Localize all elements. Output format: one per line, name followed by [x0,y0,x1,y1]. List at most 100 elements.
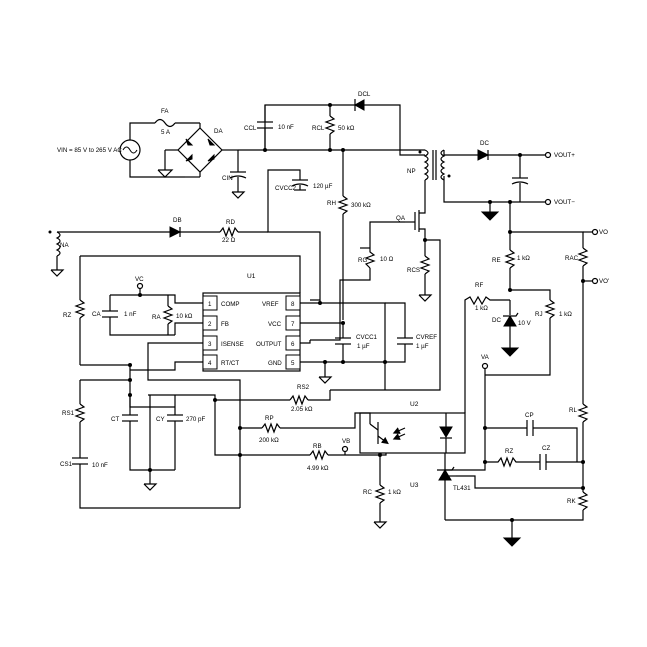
u1-label: U1 [247,273,256,280]
output-ground [480,211,500,221]
pin5-num: 5 [291,360,295,367]
rz-resistor [74,255,301,365]
cvcc1-label: CVCC1 [356,334,378,341]
rac-resistor [577,247,589,404]
pin4-name: RT/CT [221,360,239,367]
rp-value: 200 kΩ [259,437,279,444]
cin-label: CIN [222,175,233,182]
dc2-value: 10 V [518,320,532,327]
cz-label: CZ [542,445,550,452]
ca-label: CA [92,311,101,318]
re-value: 1 kΩ [517,255,530,262]
cy-value: 270 pF [186,416,205,423]
re-resistor [504,248,516,290]
rcl-value: 50 kΩ [338,125,355,132]
rs2-resistor [270,390,331,406]
vc-label: VC [135,276,144,283]
ground-symbol [157,169,174,178]
dc-label: DC [480,140,489,147]
tl431-u3 [437,453,456,520]
aux-winding-na [48,230,170,277]
rs1-resistor [74,380,86,458]
cvcc1-capacitor [335,323,351,362]
cvcc1-value: 1 µF [357,343,370,350]
vb-label: VB [342,438,350,445]
rh-resistor [337,150,349,320]
vo-label: VO [599,229,608,236]
cs1-value: 10 nF [92,462,108,469]
u3-label: U3 [410,482,419,489]
pin8-num: 8 [291,301,295,308]
output-capacitor [511,155,529,202]
rg-label: RG [358,257,367,264]
cy-label: CY [156,416,165,423]
cvcc2-capacitor [267,169,309,224]
ra-value: 10 kΩ [176,313,193,320]
rj-label: RJ [535,311,543,318]
vo2-label: VO' [599,278,609,285]
pin2-name: FB [221,321,229,328]
pin4-num: 4 [208,360,212,367]
vout-minus-label: VOUT− [554,199,575,206]
fuse-fa [154,118,200,128]
rp-label: RP [265,415,274,422]
rf-resistor [464,295,510,313]
va-label: VA [481,354,490,361]
rcs-resistor [418,240,433,302]
mosfet-qa [405,205,426,240]
ct-label: CT [111,416,119,423]
pin7-num: 7 [291,321,295,328]
rl-label: RL [569,407,577,414]
rc-resistor [373,484,388,529]
ccl-label: CCL [244,125,257,132]
rc-label: RC [363,489,372,496]
dcl-diode [353,99,425,156]
rj-value: 1 kΩ [559,311,572,318]
pin5-name: GND [268,360,282,367]
np-label: NP [407,168,416,175]
rc-value: 1 kΩ [388,489,401,496]
rf-value: 1 kΩ [475,305,488,312]
rd-resistor [219,226,268,238]
bridge-label: DA [214,128,223,135]
bridge-rectifier [164,123,238,178]
rb-label: RB [313,443,322,450]
dc2-label: DC [492,317,501,324]
rcs-label: RCS [407,267,420,274]
rz2-resistor [485,456,540,468]
rb-value: 4.99 kΩ [307,465,329,472]
ac-source [119,122,185,178]
rz-label: RZ [63,312,71,319]
pin3-num: 3 [208,341,212,348]
rcl-label: RCL [312,125,325,132]
rcl-resistor [324,105,336,150]
zener-dc [500,300,520,357]
rz2-label: RZ [505,448,513,455]
ccl-capacitor [257,105,273,150]
pin7-name: VCC [268,321,282,328]
rs1-label: RS1 [62,410,75,417]
cin-capacitor [229,150,247,199]
pin2-num: 2 [208,321,212,328]
rb-resistor [240,449,345,461]
cvref-label: CVREF [416,334,437,341]
rg-resistor [310,221,405,341]
rk-resistor [445,488,589,521]
qa-label: QA [396,215,406,222]
transformer [418,149,451,205]
cz-capacitor [539,454,583,470]
re-label: RE [492,257,501,264]
rs2-value: 2.05 kΩ [291,406,313,413]
pin1-num: 1 [208,301,212,308]
ra-resistor [162,295,174,335]
pin3-name: ISENSE [221,341,244,348]
rl-resistor [577,403,589,488]
dcl-label: DCL [358,91,371,98]
ct-capacitor [122,395,175,471]
rd-label: RD [226,219,235,226]
u2-label: U2 [410,401,419,408]
cp-capacitor [485,420,578,462]
ra-label: RA [152,314,161,321]
cs1-label: CS1 [60,461,73,468]
